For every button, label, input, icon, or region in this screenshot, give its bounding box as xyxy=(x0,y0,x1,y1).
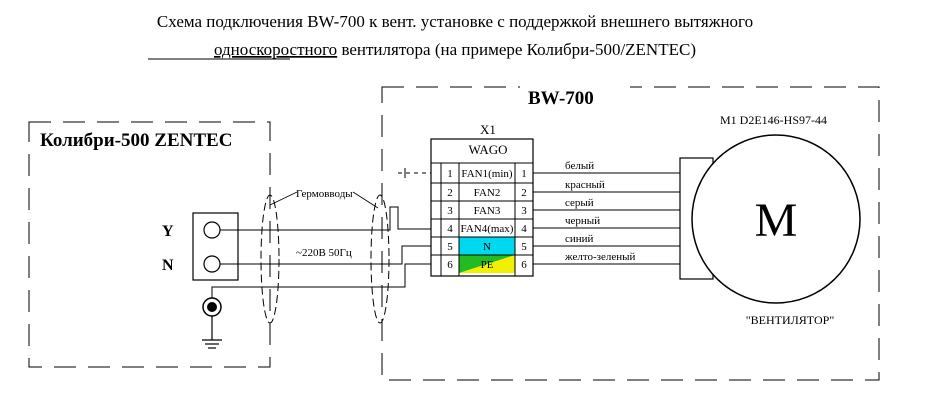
block-type: WAGO xyxy=(469,142,508,157)
terminal-n-label: N xyxy=(162,257,174,274)
motor-caption: "ВЕНТИЛЯТОР" xyxy=(746,313,835,327)
title-line1: Схема подключения BW-700 к вент. установ… xyxy=(157,12,753,31)
row-name: N xyxy=(483,241,491,253)
row-name: FAN1(min) xyxy=(461,168,512,180)
n-cell-fill xyxy=(459,237,515,255)
motor-ref: M1 D2E146-HS97-44 xyxy=(720,113,827,127)
glands-pointer-right xyxy=(352,191,379,209)
row-out: 4 xyxy=(521,223,527,235)
row-num: 1 xyxy=(447,168,453,180)
wire-label: красный xyxy=(565,179,605,191)
row-out: 5 xyxy=(521,241,527,253)
block-rows: 1 FAN1(min) 1 2 FAN2 2 3 FAN3 3 4 FAN4(m… xyxy=(447,168,527,271)
glands-label: Гермовводы xyxy=(296,188,353,200)
cable-gland-left xyxy=(260,194,280,324)
wire-n xyxy=(220,245,431,265)
row-num: 3 xyxy=(447,205,453,217)
kolibri-label-bg xyxy=(35,128,265,154)
row-num: 6 xyxy=(447,259,453,271)
wire-y xyxy=(220,206,431,231)
bw700-frame xyxy=(381,86,880,381)
block-ref: X1 xyxy=(480,122,496,137)
block-grid xyxy=(431,163,533,276)
wire-pe xyxy=(211,263,431,298)
motor-symbol xyxy=(691,134,861,304)
terminal-box xyxy=(192,212,239,281)
motor-letter: M xyxy=(755,194,798,247)
bw700-label: BW-700 xyxy=(528,88,594,109)
wires xyxy=(211,168,431,298)
glands-pointer-left xyxy=(269,191,298,206)
row-name: FAN3 xyxy=(474,205,501,217)
row-out: 6 xyxy=(521,259,527,271)
terminal-block xyxy=(430,138,534,277)
row-out: 2 xyxy=(521,187,527,199)
wire-color-labels: белый красный серый черный синий желто-з… xyxy=(564,160,636,263)
terminal-y-label: Y xyxy=(162,223,174,240)
row-out: 1 xyxy=(521,168,527,180)
row-num: 2 xyxy=(447,187,453,199)
kolibri-unit-frame xyxy=(28,121,271,368)
ground-terminal-dot xyxy=(207,302,217,312)
row-out: 3 xyxy=(521,205,527,217)
ground-icon xyxy=(202,316,222,349)
row-num: 4 xyxy=(447,223,453,235)
kolibri-label: Колибри-500 ZENTEC xyxy=(40,130,232,151)
bw700-label-bg xyxy=(520,86,630,108)
wire-label: черный xyxy=(565,215,600,227)
row-name: PE xyxy=(481,259,494,271)
wire-label: серый xyxy=(565,197,594,209)
cable-voltage-label: ~220В 50Гц xyxy=(296,247,352,259)
row-name: FAN2 xyxy=(474,187,501,199)
row-name: FAN4(max) xyxy=(461,223,514,235)
wire-label: белый xyxy=(565,160,594,172)
title-line2-rest: вентилятора (на примере Колибри-500/ZENT… xyxy=(337,40,696,59)
pe-cell-green xyxy=(459,255,515,273)
terminal-n xyxy=(203,255,221,273)
title-line2: односкоростного вентилятора (на примере … xyxy=(214,40,696,59)
row-num: 5 xyxy=(447,241,453,253)
wire-label: синий xyxy=(565,233,594,245)
terminal-y xyxy=(203,221,221,239)
wire-label: желто-зеленый xyxy=(564,251,636,263)
title-underlined-word: односкоростного xyxy=(214,40,337,59)
cable-gland-right xyxy=(370,194,390,324)
motor-leads xyxy=(533,172,680,265)
